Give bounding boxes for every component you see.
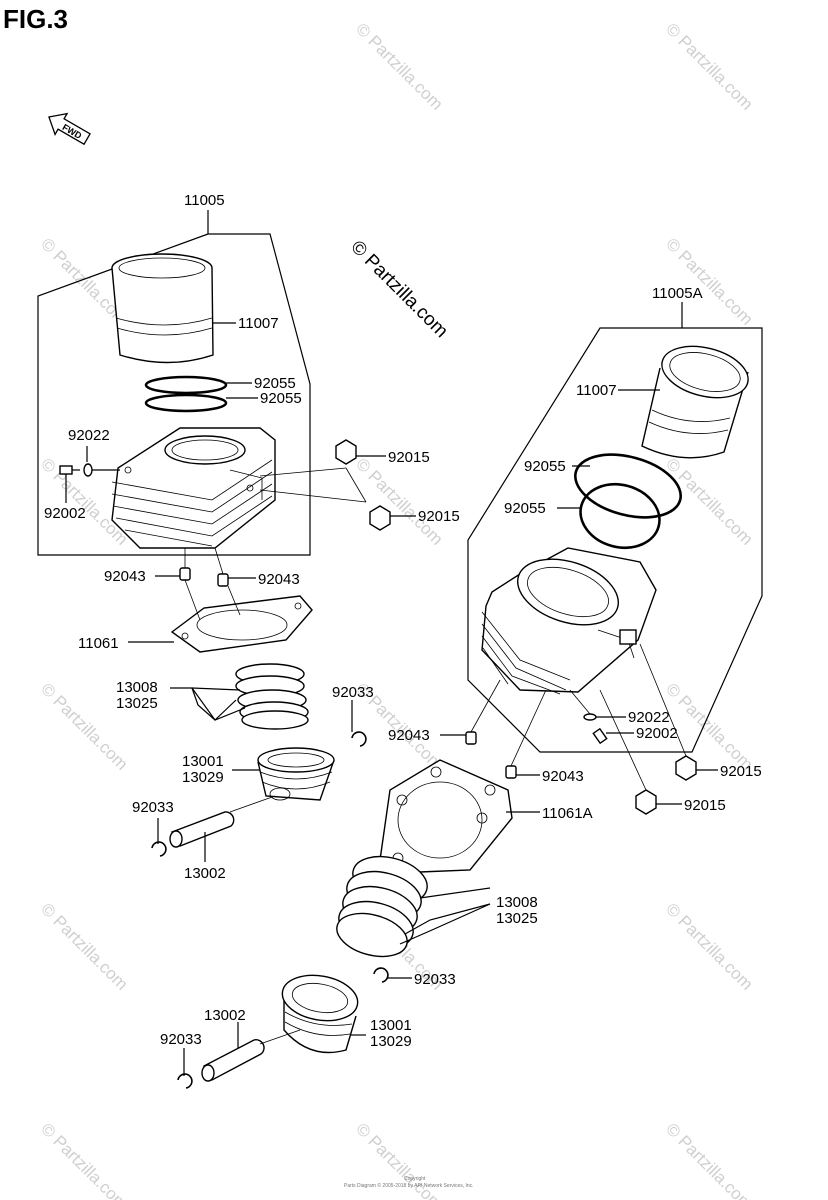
label-92002[interactable]: 92002	[44, 505, 86, 522]
label-92022[interactable]: 92022	[628, 709, 670, 726]
circlip-icon	[151, 731, 367, 857]
piston-icon	[281, 974, 359, 1054]
label-92015[interactable]: 92015	[388, 449, 430, 466]
bolt-icon	[59, 465, 80, 475]
label-11061[interactable]: 11061	[78, 635, 119, 652]
washer-icon	[83, 463, 93, 477]
figure-title: FIG.3	[3, 4, 69, 34]
watermark: © Partzilla.com	[352, 19, 446, 113]
label-92055[interactable]: 92055	[254, 375, 296, 392]
fwd-arrow-icon: FWD	[48, 112, 91, 146]
footer-copyright: Copyright	[404, 1176, 426, 1182]
label-92002[interactable]: 92002	[636, 725, 678, 742]
nut-icon	[635, 755, 697, 815]
label-92043[interactable]: 92043	[258, 571, 300, 588]
piston-rings-icon	[336, 855, 428, 958]
watermark: © Partzilla.com	[662, 1119, 756, 1200]
label-92043[interactable]: 92043	[104, 568, 146, 585]
gasket-icon	[379, 759, 513, 873]
label-13002[interactable]: 13002	[204, 1007, 246, 1024]
piston-pin-icon	[169, 811, 235, 848]
part-labels: 11005 11007 92055 92055 92022 92002 9201…	[44, 192, 762, 1050]
label-13025[interactable]: 13025	[496, 910, 538, 927]
footer-notice: Parts Diagram © 2005-2018 by ARI Network…	[344, 1182, 474, 1189]
cylinder-block-icon	[111, 427, 276, 549]
nut-icon	[335, 439, 391, 531]
gasket-icon	[170, 595, 313, 653]
circlip-icon	[177, 967, 389, 1089]
cylinder-liner-icon	[111, 253, 214, 364]
dowel-pin-icon	[465, 731, 517, 779]
label-92043[interactable]: 92043	[388, 727, 430, 744]
label-92043[interactable]: 92043	[542, 768, 584, 785]
o-ring-icon	[574, 453, 682, 549]
label-13001[interactable]: 13001	[182, 753, 224, 770]
label-11061A[interactable]: 11061A	[542, 805, 593, 822]
piston-pin-icon	[201, 1039, 265, 1082]
label-11005[interactable]: 11005	[184, 192, 225, 209]
label-13001[interactable]: 13001	[370, 1017, 412, 1034]
bolt-icon	[592, 727, 608, 745]
label-11005A[interactable]: 11005A	[652, 285, 703, 302]
label-13029[interactable]: 13029	[182, 769, 224, 786]
watermark: © Partzilla.com	[662, 234, 756, 328]
label-92055[interactable]: 92055	[504, 500, 546, 517]
watermark-main: © Partzilla.com	[346, 237, 451, 342]
label-92055[interactable]: 92055	[260, 390, 302, 407]
label-92015[interactable]: 92015	[418, 508, 460, 525]
watermark: © Partzilla.com	[37, 899, 131, 993]
label-92015[interactable]: 92015	[720, 763, 762, 780]
watermark: © Partzilla.com	[662, 899, 756, 993]
label-92033[interactable]: 92033	[160, 1031, 202, 1048]
label-92022[interactable]: 92022	[68, 427, 110, 444]
washer-icon	[583, 713, 597, 721]
watermark: © Partzilla.com	[662, 19, 756, 113]
label-13008[interactable]: 13008	[496, 894, 538, 911]
label-13008[interactable]: 13008	[116, 679, 158, 696]
label-11007[interactable]: 11007	[576, 382, 617, 399]
watermark: © Partzilla.com	[352, 454, 446, 548]
label-92055[interactable]: 92055	[524, 458, 566, 475]
label-92033[interactable]: 92033	[414, 971, 456, 988]
watermark: © Partzilla.com	[37, 1119, 131, 1200]
piston-rings-icon	[235, 663, 309, 730]
label-13025[interactable]: 13025	[116, 695, 158, 712]
label-11007[interactable]: 11007	[238, 315, 279, 332]
dowel-pin-icon	[179, 567, 229, 587]
label-92015[interactable]: 92015	[684, 797, 726, 814]
watermark: © Partzilla.com	[662, 454, 756, 548]
cylinder-block-icon	[481, 547, 657, 695]
label-92033[interactable]: 92033	[132, 799, 174, 816]
label-13029[interactable]: 13029	[370, 1033, 412, 1050]
o-ring-icon	[144, 375, 228, 413]
cylinder-liner-icon	[641, 345, 749, 459]
label-92033[interactable]: 92033	[332, 684, 374, 701]
piston-icon	[257, 747, 335, 801]
label-13002[interactable]: 13002	[184, 865, 226, 882]
